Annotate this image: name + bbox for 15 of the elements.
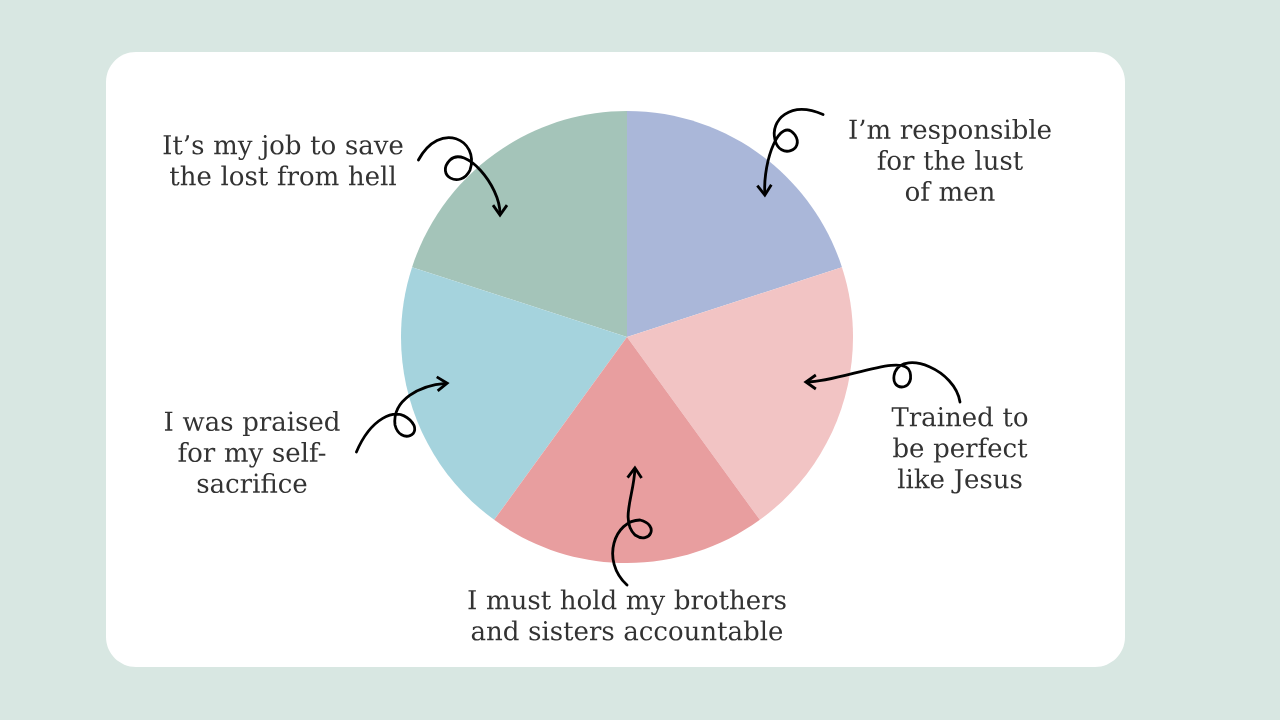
slice-label: I’m responsible for the lust of men: [849, 118, 1051, 202]
pie-slice: [494, 337, 760, 563]
slice-label: I was praised for my self-sacrifice: [164, 410, 340, 494]
slice-label: Trained to be perfect like Jesus: [891, 406, 1028, 494]
curly-arrow: [355, 375, 450, 454]
curly-arrow: [611, 465, 653, 587]
slice-label: I must hold my brothers and sisters accountable: [468, 589, 786, 641]
curly-arrow: [756, 108, 825, 198]
pie-slice: [401, 267, 627, 520]
curly-arrow: [417, 136, 509, 218]
pie-slice: [627, 111, 842, 337]
slice-label: It’s my job to save the lost from hell: [163, 134, 403, 186]
pie-slice: [627, 267, 853, 520]
curly-arrow: [803, 361, 962, 404]
pie-slice: [412, 111, 627, 337]
